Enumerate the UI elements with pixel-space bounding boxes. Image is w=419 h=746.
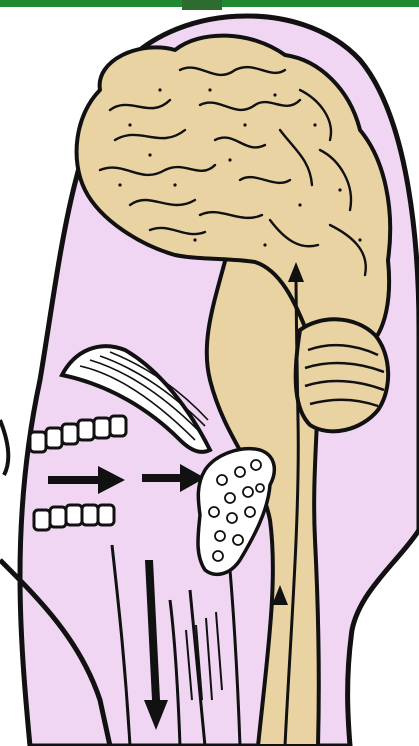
header-accent	[182, 0, 222, 10]
cerebellum	[296, 319, 388, 431]
face-edge	[0, 420, 8, 475]
lower-teeth	[34, 505, 114, 530]
